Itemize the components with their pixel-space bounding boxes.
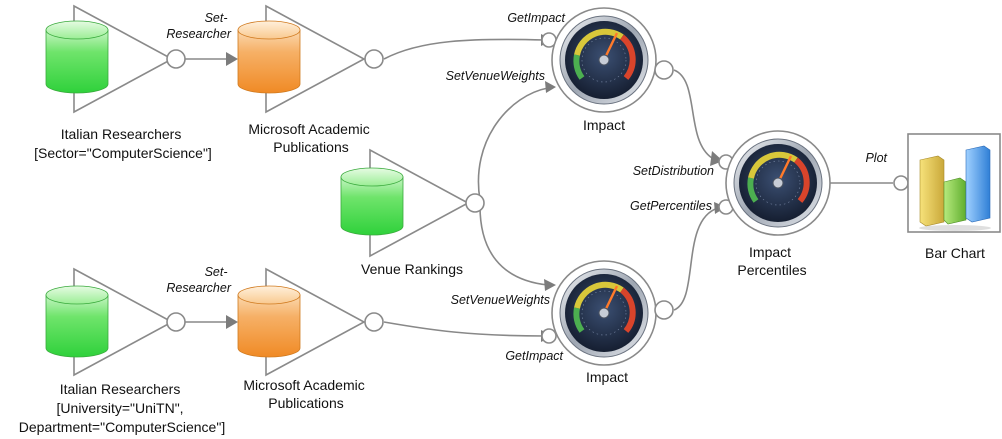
database-icon	[237, 20, 301, 94]
database-icon	[45, 285, 109, 358]
pub1-port-line1: Set-	[205, 11, 228, 25]
gauge3-port-getpercentiles: GetPercentiles	[630, 199, 712, 213]
gauge3-label-line2: Percentiles	[737, 262, 806, 278]
gauge2-label: Impact	[586, 369, 628, 385]
arrowhead-pub1	[226, 52, 238, 66]
pub1-label-line2: Publications	[273, 139, 349, 155]
source1-label-line2: [Sector="ComputerScience"]	[34, 145, 212, 161]
source-node-venue[interactable]: Venue Rankings	[340, 148, 485, 277]
barchart-label: Bar Chart	[925, 245, 985, 261]
arrowhead-gauge2-venue	[544, 279, 556, 291]
gauge-icon	[559, 15, 649, 105]
edge-gauge2-percentiles	[673, 207, 719, 311]
pub2-port-line1: Set-	[205, 265, 228, 279]
source2-label-line2: [University="UniTN",	[57, 400, 184, 416]
pub2-label-line1: Microsoft Academic	[243, 377, 364, 393]
pub2-label: Microsoft Academic Publications	[243, 377, 368, 411]
source2-label-line3: Department="ComputerScience"]	[19, 419, 225, 435]
impact-node-1[interactable]: GetImpact SetVenueWeights Impact	[446, 7, 674, 133]
venue-output-port[interactable]	[465, 193, 485, 213]
database-icon	[237, 285, 301, 358]
source2-label: Italian Researchers [University="UniTN",…	[19, 381, 225, 435]
gauge2-input-port-getimpact[interactable]	[541, 328, 557, 344]
gauge3-label-line1: Impact	[749, 244, 791, 260]
barchart-input-port[interactable]	[893, 175, 909, 191]
bar-chart-icon	[919, 145, 991, 231]
pub2-output-port[interactable]	[364, 312, 384, 332]
gauge1-label: Impact	[583, 117, 625, 133]
gauge-icon	[559, 268, 649, 358]
source1-label-line1: Italian Researchers	[61, 126, 182, 142]
pub1-port-label: Set- Researcher	[166, 11, 231, 41]
gauge1-output-port[interactable]	[654, 60, 674, 80]
bar-chart-node[interactable]: Plot Bar Chart	[865, 133, 1001, 261]
source2-label-line1: Italian Researchers	[60, 381, 181, 397]
publications-node-1[interactable]: Set- Researcher Microsoft Academic Publi…	[166, 4, 384, 155]
source1-output-port[interactable]	[166, 49, 186, 69]
gauge-icon	[733, 138, 823, 228]
source1-label: Italian Researchers [Sector="ComputerSci…	[34, 126, 212, 161]
database-icon	[45, 20, 109, 94]
gauge1-port-setvenueweights: SetVenueWeights	[446, 69, 545, 83]
pub2-port-line2: Researcher	[166, 281, 231, 295]
edge-gauge1-percentiles	[673, 69, 713, 159]
pub1-label-line1: Microsoft Academic	[248, 121, 369, 137]
source2-output-port[interactable]	[166, 312, 186, 332]
pub1-port-line2: Researcher	[166, 27, 231, 41]
source-node-1[interactable]: Italian Researchers [Sector="ComputerSci…	[34, 4, 212, 161]
impact-percentiles-node[interactable]: SetDistribution GetPercentiles Impact Pe…	[630, 130, 831, 278]
gauge2-port-getimpact: GetImpact	[505, 349, 563, 363]
edge-pub1-gauge1	[383, 38, 546, 60]
database-icon	[340, 167, 404, 236]
gauge2-port-setvenueweights: SetVenueWeights	[451, 293, 550, 307]
publications-node-2[interactable]: Set- Researcher Microsoft Academic Publi…	[166, 265, 384, 411]
pub1-output-port[interactable]	[364, 49, 384, 69]
barchart-port-plot: Plot	[865, 151, 887, 165]
pub2-port-label: Set- Researcher	[166, 265, 231, 295]
arrowhead-pub2	[226, 315, 238, 329]
edge-venue-gauge2	[479, 205, 549, 286]
impact-node-2[interactable]: SetVenueWeights GetImpact Impact	[451, 260, 674, 385]
arrowhead-gauge1-venue	[545, 81, 556, 93]
source-node-2[interactable]: Italian Researchers [University="UniTN",…	[19, 267, 225, 435]
edge-venue-gauge1	[477, 87, 549, 201]
gauge3-label: Impact Percentiles	[737, 244, 806, 278]
gauge1-port-getimpact: GetImpact	[507, 11, 565, 25]
venue-label: Venue Rankings	[361, 261, 463, 277]
gauge2-output-port[interactable]	[654, 300, 674, 320]
pub2-label-line2: Publications	[268, 395, 344, 411]
pub1-label: Microsoft Academic Publications	[248, 121, 373, 155]
gauge3-port-setdistribution: SetDistribution	[633, 164, 714, 178]
edge-pub2-gauge2	[383, 321, 546, 337]
